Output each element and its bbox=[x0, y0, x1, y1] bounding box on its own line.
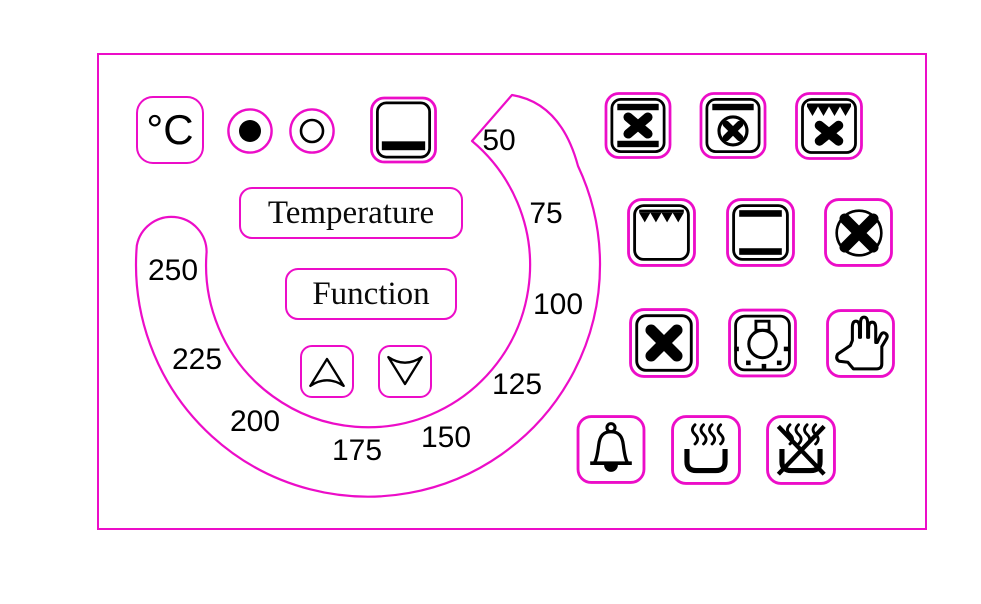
symbol-tile-grill bbox=[627, 198, 696, 267]
symbol-tile-residual-heat-off bbox=[766, 415, 836, 485]
panel-outline bbox=[97, 53, 927, 530]
dial-label-100: 100 bbox=[532, 288, 584, 321]
dial-label-175: 175 bbox=[331, 434, 383, 467]
symbol-tile-timer bbox=[576, 415, 646, 484]
dial-label-200: 200 bbox=[229, 405, 281, 438]
residual-heat-off-icon bbox=[766, 415, 836, 485]
bottom-heat-icon bbox=[370, 96, 437, 164]
timer-bell-icon bbox=[576, 415, 646, 484]
function-button[interactable]: Function bbox=[285, 268, 457, 320]
symbol-tile-fan bbox=[629, 308, 699, 378]
symbol-tile-bottom-heat bbox=[370, 96, 437, 164]
grill-icon bbox=[627, 198, 696, 267]
grill-fan-icon bbox=[795, 92, 863, 160]
filled-dot-icon bbox=[239, 120, 261, 142]
fan-icon bbox=[629, 308, 699, 378]
symbol-tile-fan-top-bottom-heat bbox=[604, 92, 672, 159]
indicator-on bbox=[227, 108, 273, 154]
symbol-tile-fan-only bbox=[824, 198, 893, 267]
indicator-off bbox=[289, 108, 335, 154]
temperature-button-label: Temperature bbox=[267, 194, 435, 231]
temperature-button[interactable]: Temperature bbox=[239, 187, 463, 239]
top-bottom-heat-icon bbox=[726, 198, 795, 267]
fan-only-icon bbox=[824, 198, 893, 267]
symbol-tile-grill-fan bbox=[795, 92, 863, 160]
symbol-tile-top-bottom-heat bbox=[726, 198, 795, 267]
celsius-unit-badge: °C bbox=[136, 96, 204, 164]
dial-label-250: 250 bbox=[147, 254, 199, 287]
arrow-down-icon bbox=[387, 355, 423, 386]
celsius-unit-label: °C bbox=[146, 106, 194, 153]
symbol-tile-residual-heat bbox=[671, 415, 741, 485]
increase-button[interactable] bbox=[300, 345, 354, 398]
arrow-up-icon bbox=[309, 357, 345, 388]
dial-label-150: 150 bbox=[420, 421, 472, 454]
symbol-tile-child-lock bbox=[826, 309, 895, 378]
dial-label-125: 125 bbox=[491, 368, 543, 401]
symbol-tile-true-fan-top-heat bbox=[699, 92, 767, 159]
symbol-tile-oven-light bbox=[728, 308, 797, 378]
dial-label-50: 50 bbox=[482, 124, 516, 157]
residual-heat-icon bbox=[671, 415, 741, 485]
true-fan-top-heat-icon bbox=[699, 92, 767, 159]
dial-label-225: 225 bbox=[171, 343, 223, 376]
oven-light-icon bbox=[728, 308, 797, 378]
dial-label-75: 75 bbox=[529, 197, 563, 230]
fan-top-bottom-heat-icon bbox=[604, 92, 672, 159]
child-lock-hand-icon bbox=[826, 309, 895, 378]
decrease-button[interactable] bbox=[378, 345, 432, 398]
function-button-label: Function bbox=[312, 275, 430, 312]
empty-dot-icon bbox=[299, 118, 325, 144]
